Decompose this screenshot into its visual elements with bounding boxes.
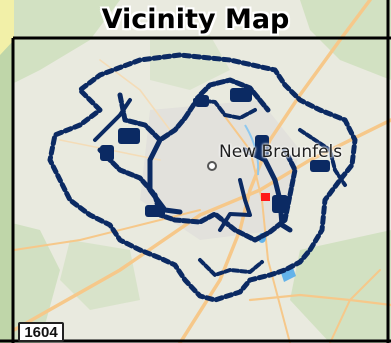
site-marker-icon (261, 193, 270, 201)
left-green-strip (0, 0, 14, 343)
city-label-new-braunfels: New Braunfels (219, 142, 343, 162)
map-title: Vicinity Map (101, 4, 290, 35)
highway-shield-label: 1604 (18, 322, 64, 342)
yellow-corner-area (0, 0, 14, 55)
city-marker-icon (207, 161, 217, 171)
route-clusters (100, 88, 330, 217)
